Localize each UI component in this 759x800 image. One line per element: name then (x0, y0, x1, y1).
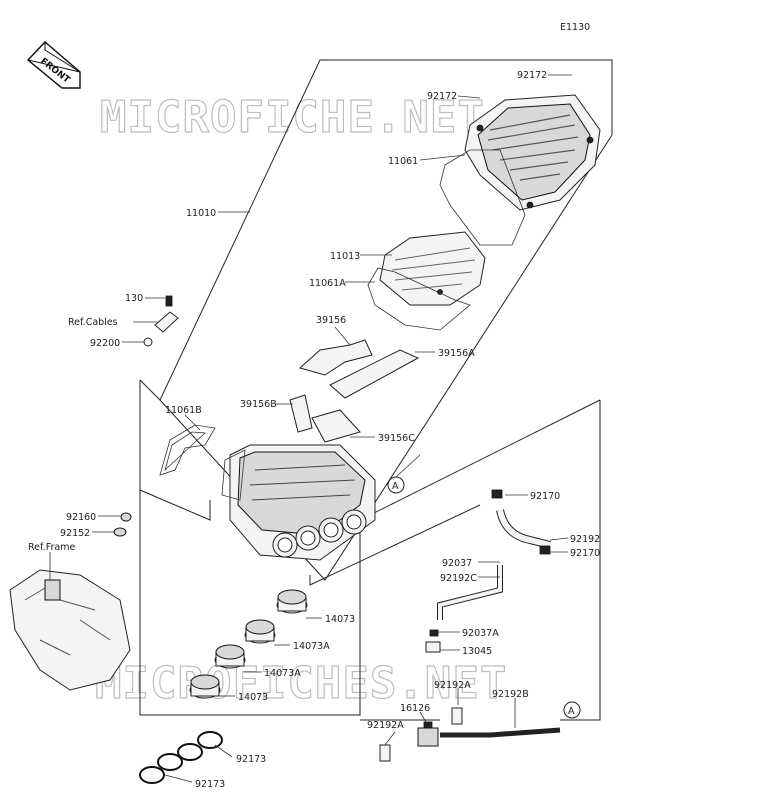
frame-right (560, 400, 601, 721)
label-92192A2: 92192A (367, 720, 404, 731)
seal-39156 (298, 339, 373, 376)
label-92200: 92200 (90, 338, 120, 349)
seal-39156B (289, 394, 313, 433)
label-39156C: 39156C (378, 433, 415, 444)
label-16126: 16126 (400, 703, 430, 714)
hose-92192A-lower (379, 744, 391, 762)
label-92160: 92160 (66, 512, 96, 523)
frame-edge (139, 379, 161, 401)
ref-circle-a-lower (563, 701, 581, 719)
label-39156B: 39156B (240, 399, 277, 410)
label-14073A2: 14073A (264, 668, 301, 679)
label-92192A: 92192A (434, 680, 471, 691)
clip-92037A (429, 629, 439, 637)
label-92192C: 92192C (440, 573, 477, 584)
air-box-housing (229, 444, 376, 561)
label-92170b: 92170 (570, 548, 600, 559)
front-arrow-icon: FRONT (26, 40, 81, 89)
hose-92192C (437, 565, 503, 620)
seal-39156C (311, 409, 361, 443)
label-92172b: 92172 (427, 91, 457, 102)
diagram-code: E1130 (560, 22, 590, 33)
frame-reference (9, 569, 131, 691)
label-13045: 13045 (462, 646, 492, 657)
gasket-11061 (439, 149, 526, 246)
label-92192: 92192 (570, 534, 600, 545)
gasket-11061B (159, 424, 216, 476)
label-14073A: 14073A (293, 641, 330, 652)
ref-circle-a-lower-label: A (568, 706, 575, 717)
label-ref-cables: Ref.Cables (68, 317, 118, 328)
grommet-92160 (120, 512, 132, 522)
watermark-top: MICROFICHE.NET (100, 92, 485, 143)
frame-side (139, 489, 211, 521)
frame-step (309, 504, 481, 586)
label-92152: 92152 (60, 528, 90, 539)
assembly-frame-lower (139, 380, 601, 716)
air-box-duct (221, 449, 246, 501)
watermark-bottom: MICROFICHES.NET (95, 658, 507, 709)
air-filter-element (379, 231, 486, 306)
hose-92192 (491, 489, 551, 555)
label-92192B: 92192B (492, 689, 529, 700)
label-39156A: 39156A (438, 348, 475, 359)
air-cleaner-cover (464, 94, 601, 211)
label-92037A: 92037A (462, 628, 499, 639)
label-92173: 92173 (236, 754, 266, 765)
cable-holder (143, 295, 179, 347)
leader-lines (49, 74, 572, 783)
label-14073: 14073 (325, 614, 355, 625)
seal-39156A (329, 349, 420, 399)
label-11061A: 11061A (309, 278, 346, 289)
valve-13045 (425, 641, 441, 653)
label-92037: 92037 (442, 558, 472, 569)
intake-ducts (189, 589, 308, 699)
collar-92152 (113, 527, 127, 537)
label-92170: 92170 (530, 491, 560, 502)
hose-92192A (451, 707, 463, 725)
valve-16126 (417, 721, 439, 747)
label-92173b: 92173 (195, 779, 225, 790)
label-ref-frame: Ref.Frame (28, 542, 75, 553)
assembly-frame-11010 (159, 59, 613, 581)
label-11010: 11010 (186, 208, 216, 219)
label-92172: 92172 (517, 70, 547, 81)
label-130: 130 (125, 293, 143, 304)
gasket-11061A (367, 267, 471, 331)
label-14073b: 14073 (238, 692, 268, 703)
hose-92192B (440, 727, 561, 738)
ref-circle-a-upper-label: A (392, 481, 399, 492)
label-11013: 11013 (330, 251, 360, 262)
clamps-92173 (139, 731, 223, 784)
label-11061: 11061 (388, 156, 418, 167)
gasket-11061B-inner (164, 431, 206, 472)
label-39156: 39156 (316, 315, 346, 326)
label-11061B: 11061B (165, 405, 202, 416)
